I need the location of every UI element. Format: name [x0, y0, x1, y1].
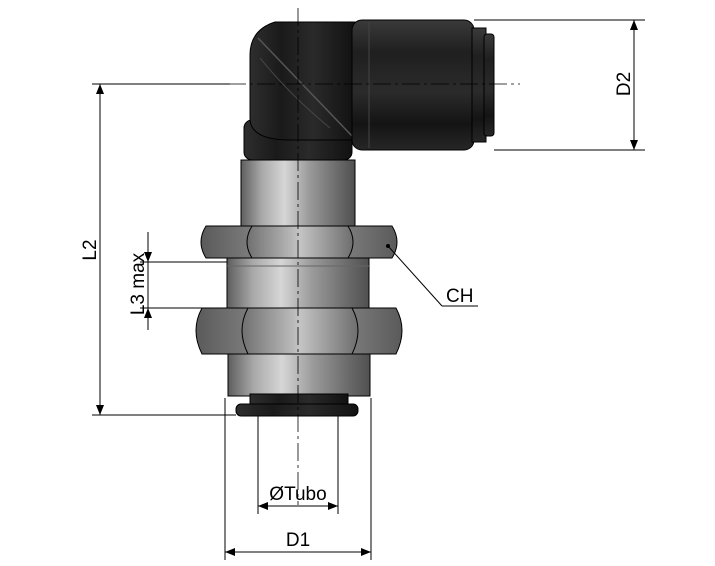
label-d2: D2 [614, 72, 635, 96]
dimension-tube: ØTubo [257, 416, 339, 514]
lower-stem [227, 353, 371, 417]
dimension-d2: D2 [474, 19, 645, 151]
label-l3: L3 max [128, 252, 149, 315]
upper-nut [200, 225, 398, 259]
elbow-body [243, 19, 495, 161]
label-ch: CH [446, 286, 473, 307]
dimension-l3: L3 max [128, 232, 227, 330]
center-lines [228, 8, 520, 505]
leader-ch: CH [386, 244, 478, 307]
label-tube: ØTubo [269, 484, 326, 505]
dimension-d1: D1 [224, 398, 372, 560]
lower-nut [195, 307, 403, 355]
label-d1: D1 [286, 530, 310, 551]
dimension-l2: L2 [80, 83, 236, 416]
label-l2: L2 [80, 239, 101, 260]
